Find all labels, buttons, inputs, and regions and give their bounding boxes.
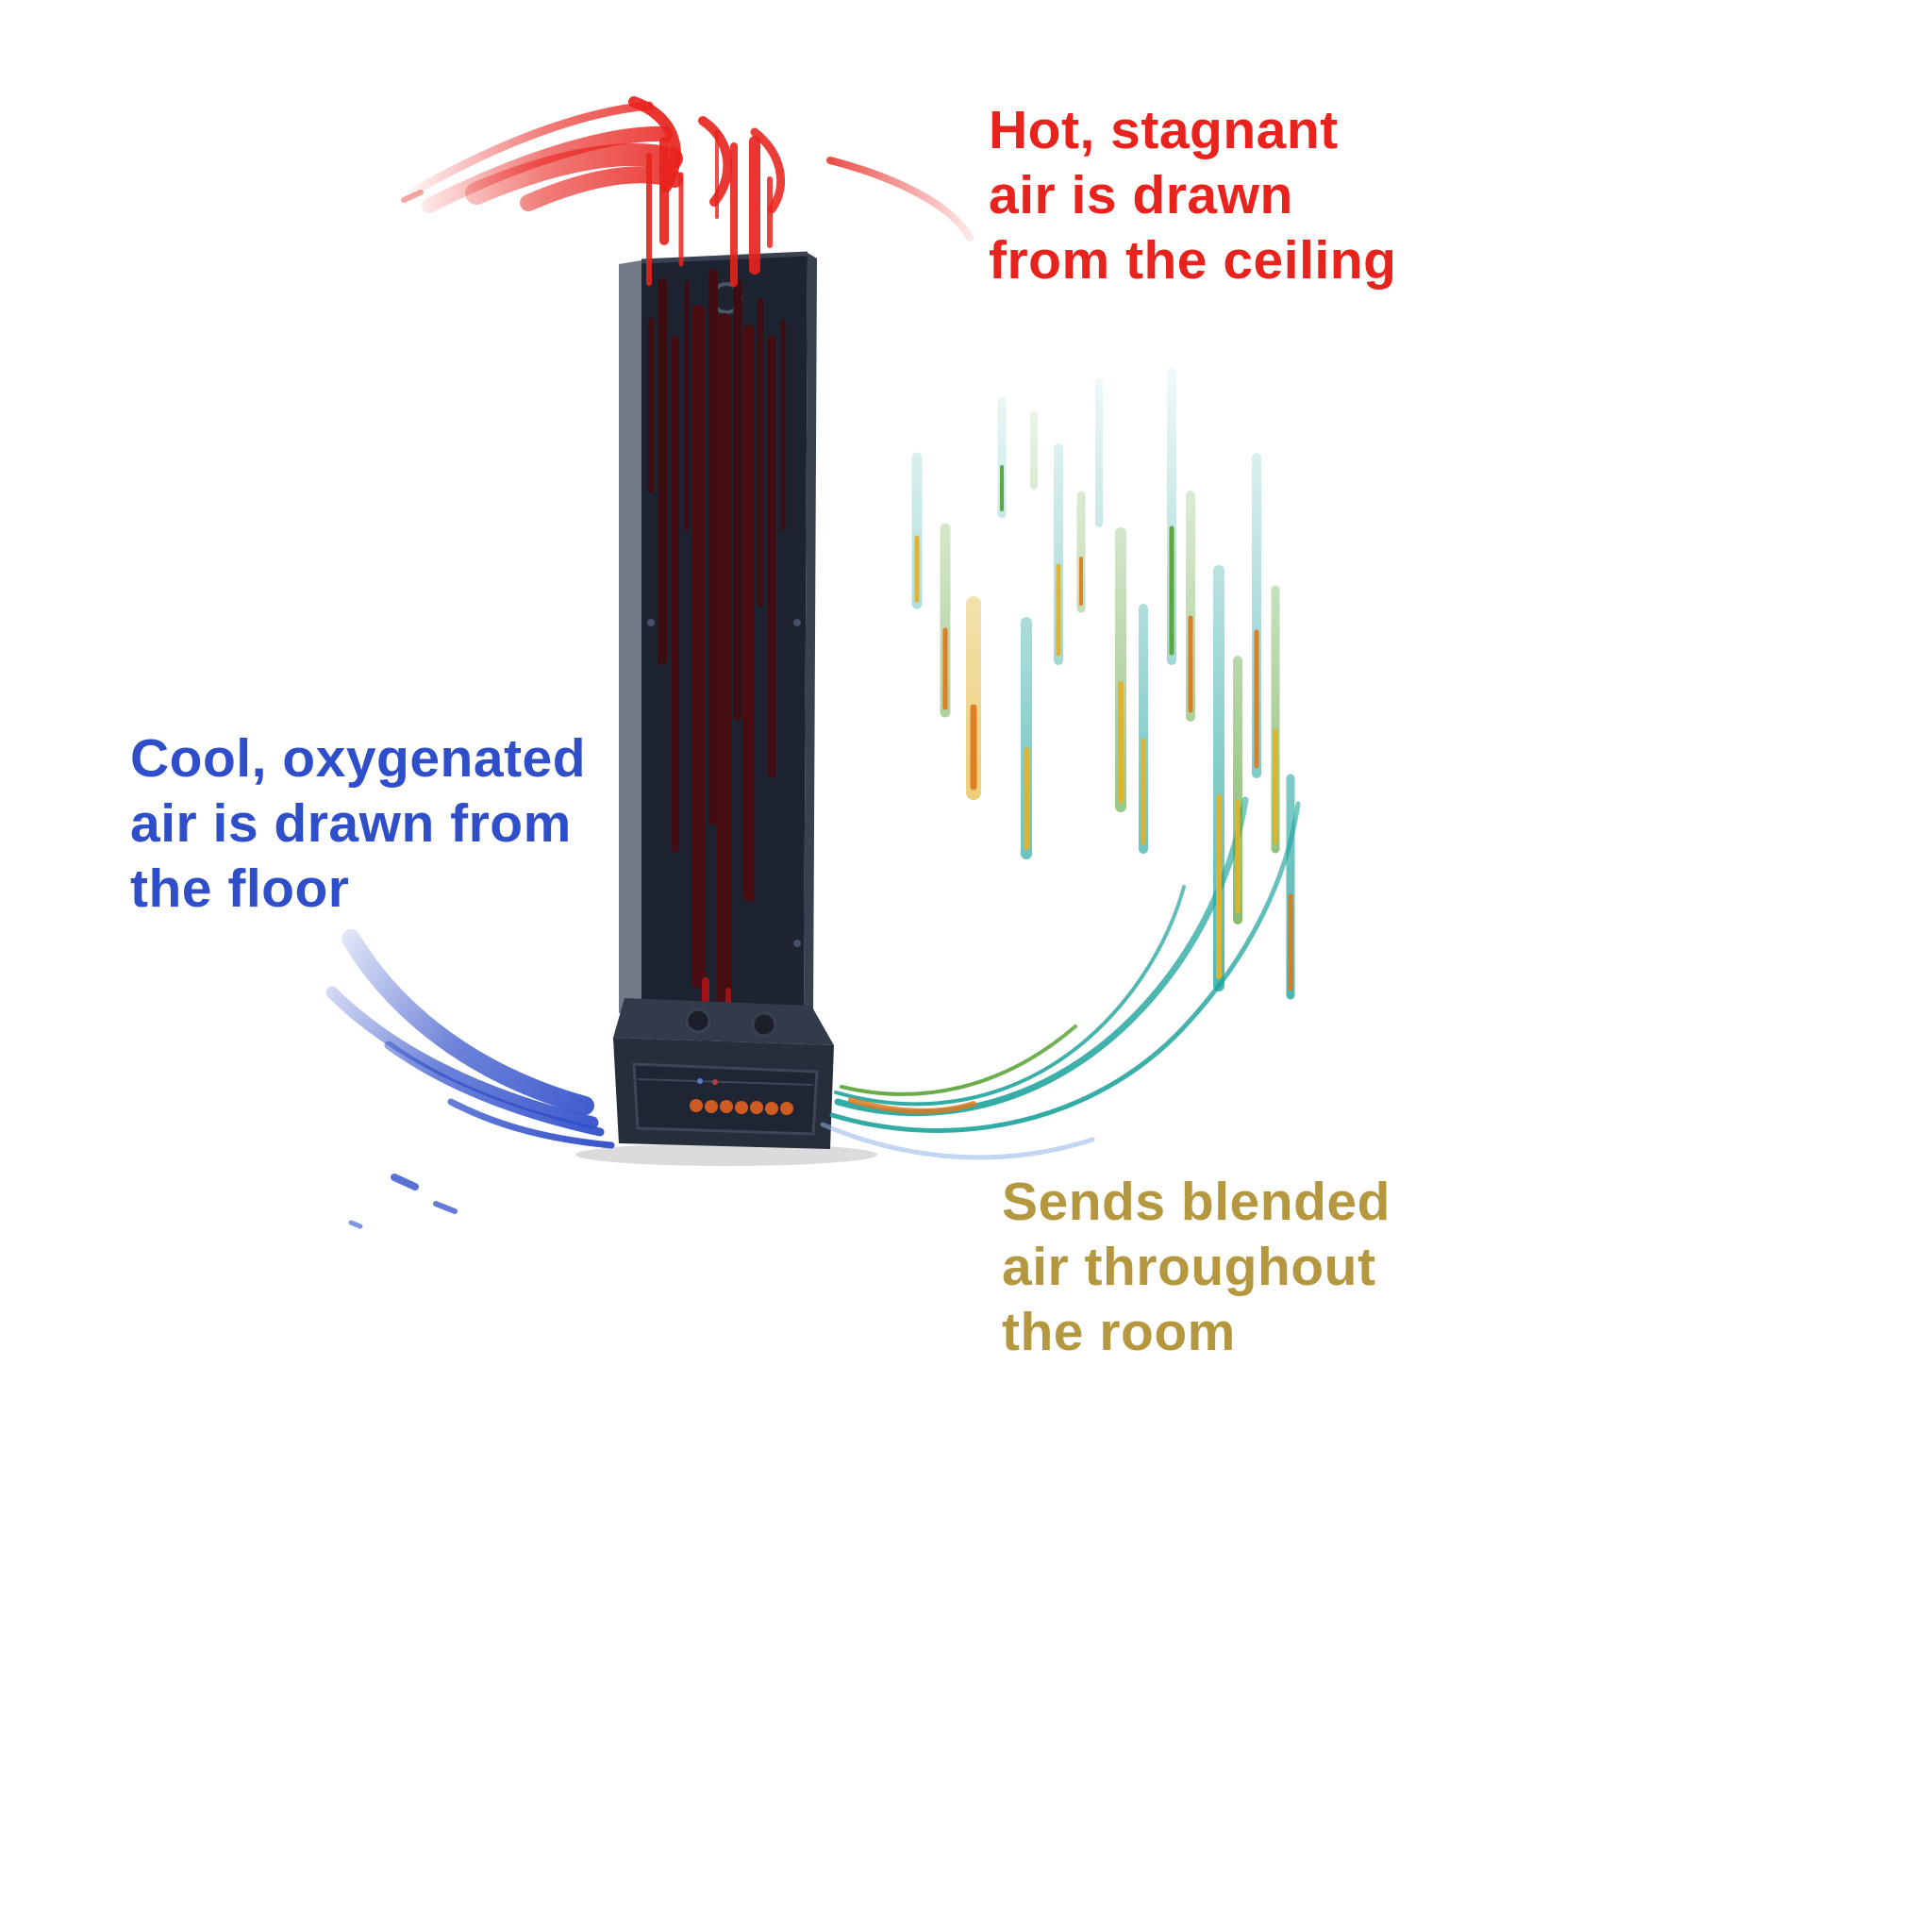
base-knob <box>685 1008 711 1034</box>
blended-air-label-line: air throughout <box>1002 1236 1376 1297</box>
vent-dots <box>690 1099 793 1115</box>
blended-air-flow-graphic <box>820 368 1301 1160</box>
screw-dot <box>647 619 655 626</box>
screw-dot <box>793 940 801 947</box>
hot-air-label-line: air is drawn <box>989 164 1293 225</box>
tower-right-edge <box>804 253 817 1019</box>
hot-air-drips <box>648 269 786 1092</box>
indicator-dot <box>712 1079 718 1085</box>
tower-side-panel <box>619 260 641 1013</box>
blended-air-label: Sends blended air throughout the room <box>1002 1170 1391 1365</box>
device-base <box>613 998 834 1149</box>
screw-dot <box>793 619 801 626</box>
floor-shadow <box>575 1143 877 1166</box>
cool-air-label-line: Cool, oxygenated <box>130 728 587 789</box>
blended-air-label-line: Sends blended <box>1002 1172 1391 1232</box>
blended-air-label-line: the room <box>1002 1301 1236 1362</box>
hot-air-label-line: Hot, stagnant <box>989 100 1339 160</box>
hot-air-label-line: from the ceiling <box>989 229 1397 291</box>
cool-air-label-line: air is drawn from <box>130 792 572 854</box>
cool-air-label: Cool, oxygenated air is drawn from the f… <box>130 726 586 922</box>
tower-device <box>575 251 877 1166</box>
hot-air-label: Hot, stagnant air is drawn from the ceil… <box>989 98 1396 293</box>
indicator-dot <box>697 1078 703 1084</box>
base-knob <box>751 1011 777 1038</box>
hot-air-flow-graphic <box>401 96 974 287</box>
tower-top-edge <box>641 251 808 264</box>
cool-air-flow-graphic <box>325 929 615 1229</box>
cool-air-label-line: the floor <box>130 858 350 919</box>
